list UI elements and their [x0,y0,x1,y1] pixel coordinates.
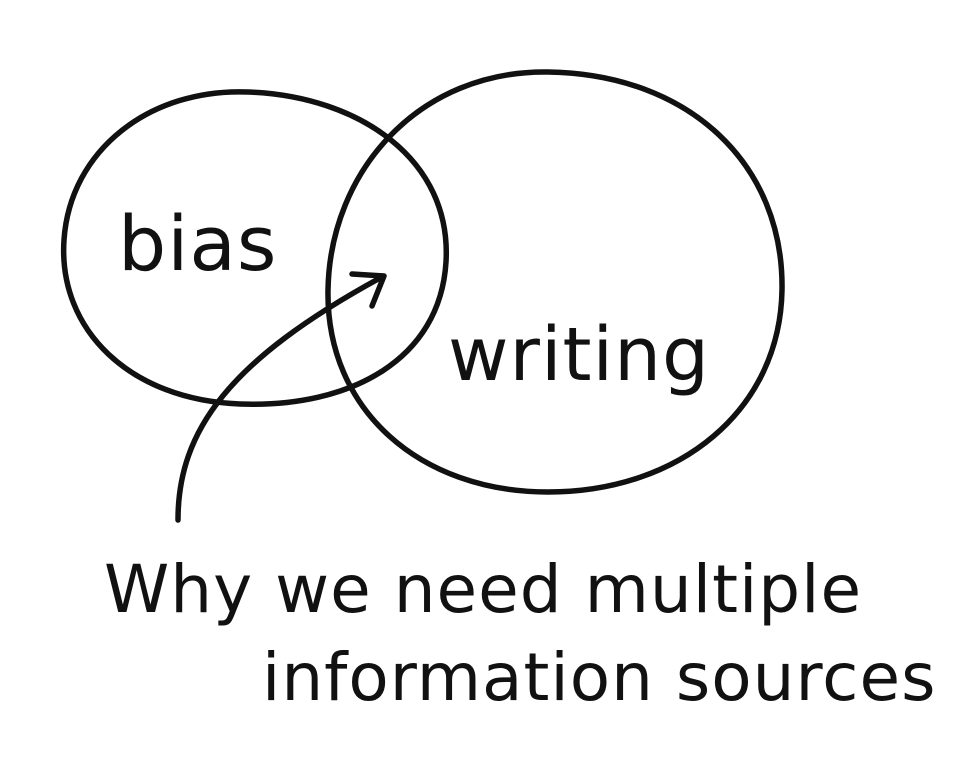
caption-line-2: information sources [262,639,936,716]
caption-line-1: Why we need multiple [104,551,862,628]
writing-circle [325,69,785,495]
bias-circle [60,89,449,407]
bias-label: bias [118,199,278,288]
pointer-arrow-curve [175,275,383,523]
pointer-arrow-head [349,271,387,309]
writing-label: writing [448,312,710,398]
